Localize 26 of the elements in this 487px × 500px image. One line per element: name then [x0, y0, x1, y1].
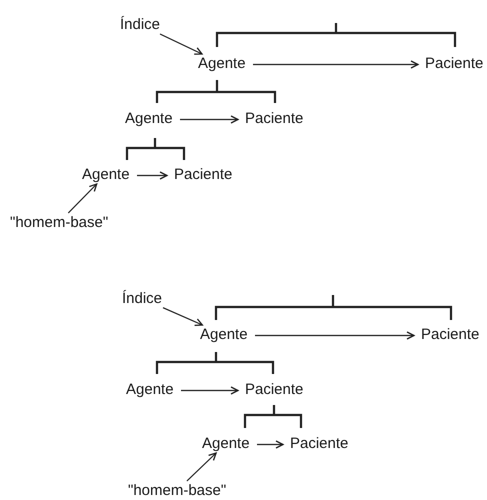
- arrow: [137, 171, 168, 180]
- arrow: [186, 452, 217, 482]
- arrow: [181, 386, 239, 395]
- arrow: [255, 331, 415, 340]
- term-label: Agente: [125, 110, 173, 127]
- term-label: "homem-base": [128, 482, 226, 499]
- term-label: Agente: [82, 166, 130, 183]
- term-label: Paciente: [290, 435, 348, 452]
- term-label: Paciente: [245, 110, 304, 127]
- arrow: [180, 115, 239, 124]
- arrow: [68, 183, 98, 214]
- term-label: Agente: [126, 381, 174, 398]
- term-label: "homem-base": [10, 214, 108, 231]
- arrow: [253, 60, 419, 69]
- term-label: Paciente: [421, 326, 480, 343]
- term-label: Paciente: [174, 166, 232, 183]
- term-label: Agente: [200, 326, 248, 343]
- term-label: Paciente: [425, 55, 484, 72]
- term-label: Agente: [198, 55, 246, 72]
- term-label: Índice: [120, 16, 160, 33]
- term-label: Paciente: [245, 381, 304, 398]
- arrow: [162, 307, 204, 326]
- term-label: Agente: [202, 435, 250, 452]
- arrow: [257, 440, 284, 449]
- term-label: Índice: [122, 290, 162, 307]
- arrow: [160, 33, 203, 55]
